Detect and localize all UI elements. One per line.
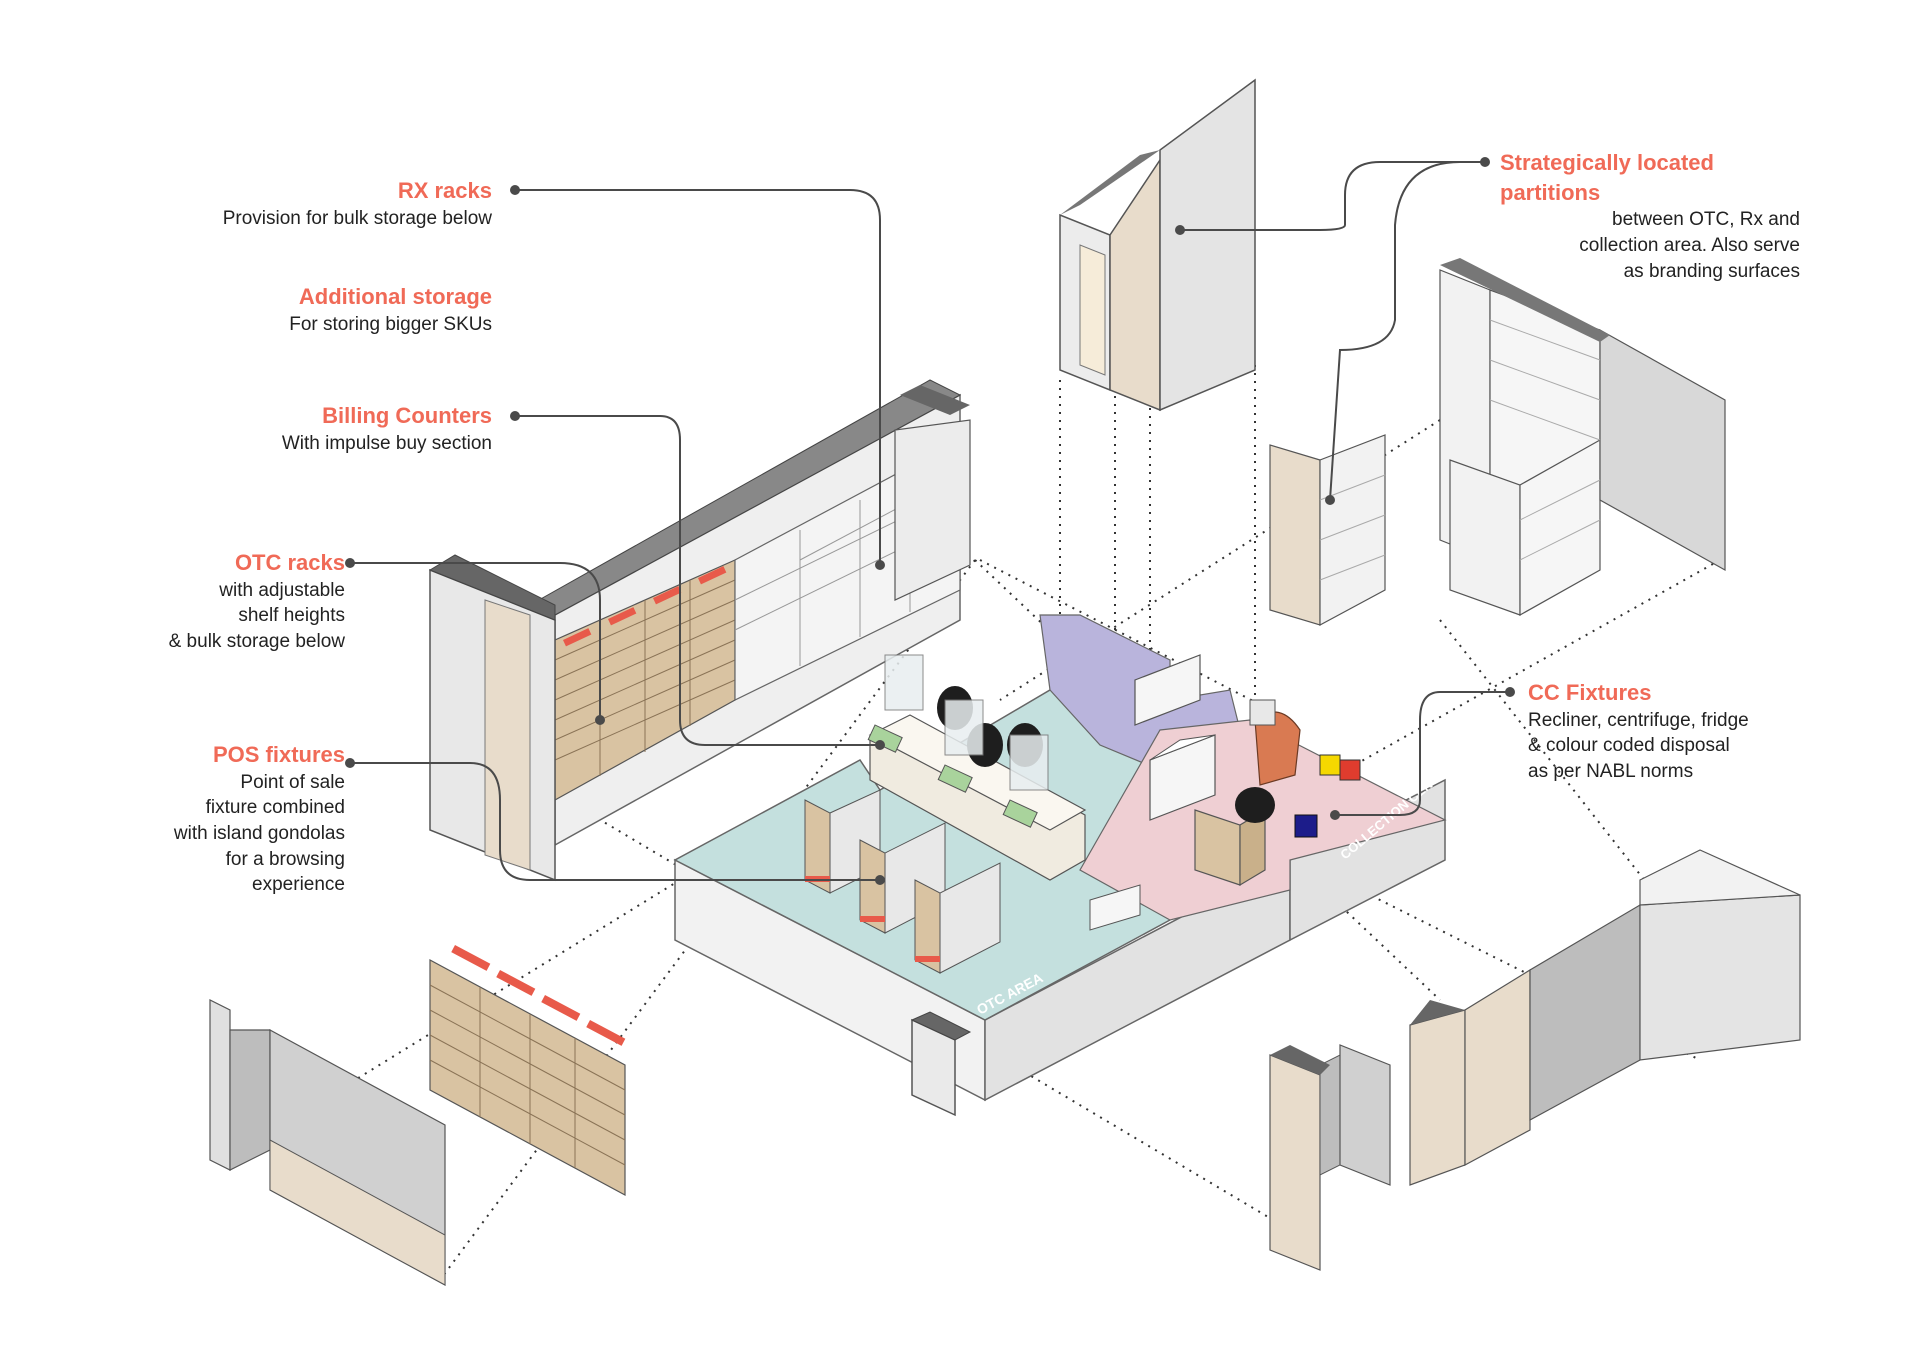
rx-area-label: RX AREA	[984, 649, 1046, 694]
pos-fixtures-leader	[350, 762, 880, 881]
callout-title: CC Fixtures	[1528, 680, 1652, 705]
callout-title: Additional storage	[298, 284, 492, 309]
callout-title: POS fixtures	[212, 742, 345, 767]
callout-desc: Point of sale fixture combined with isla…	[173, 771, 345, 896]
callout-billing-counters: Billing Counters With impulse buy sectio…	[282, 401, 492, 456]
leader-dots	[345, 157, 1515, 885]
bottom-right-partition	[1269, 849, 1801, 1271]
rx-racks-leader	[515, 189, 881, 565]
leader-lines	[350, 161, 1510, 881]
callout-desc: Provision for bulk storage below	[222, 207, 492, 229]
island-gondolas	[804, 789, 1001, 974]
callout-desc: Recliner, centrifuge, fridge & colour co…	[1528, 709, 1749, 782]
callout-desc: For storing bigger SKUs	[289, 313, 492, 335]
callout-desc: between OTC, Rx and collection area. Als…	[1579, 209, 1800, 282]
callout-title: OTC racks	[234, 550, 345, 575]
callout-cc-fixtures: CC Fixtures Recliner, centrifuge, fridge…	[1528, 678, 1749, 785]
callout-title: RX racks	[397, 178, 492, 203]
right-rx-racks	[1269, 258, 1726, 627]
billing-counters	[867, 654, 1087, 881]
callout-title: Strategically located partitions	[1500, 150, 1714, 205]
callout-rx-racks: RX racks Provision for bulk storage belo…	[223, 176, 492, 231]
cc-fixtures-leader	[1335, 691, 1510, 816]
callout-additional-storage: Additional storage For storing bigger SK…	[289, 282, 492, 337]
callout-desc: with adjustable shelf heights & bulk sto…	[168, 579, 345, 652]
callout-pos-fixtures: POS fixtures Point of sale fixture combi…	[174, 740, 345, 898]
billing-counters-leader	[515, 415, 880, 746]
callout-partitions: Strategically located partitions between…	[1500, 148, 1800, 284]
callout-otc-racks: OTC racks with adjustable shelf heights …	[169, 548, 345, 655]
otc-racks-leader	[350, 562, 601, 720]
rx-cabinets	[1089, 654, 1216, 931]
top-partition	[1059, 78, 1256, 412]
bottom-left-partition	[209, 999, 446, 1287]
callout-desc: With impulse buy section	[281, 432, 492, 454]
callout-title: Billing Counters	[322, 403, 492, 428]
cc-fixtures	[1194, 699, 1361, 887]
partitions-leader-1	[1180, 161, 1485, 231]
partitions-leader-2	[1329, 161, 1485, 501]
bottom-left-otc-racks	[429, 945, 626, 1197]
